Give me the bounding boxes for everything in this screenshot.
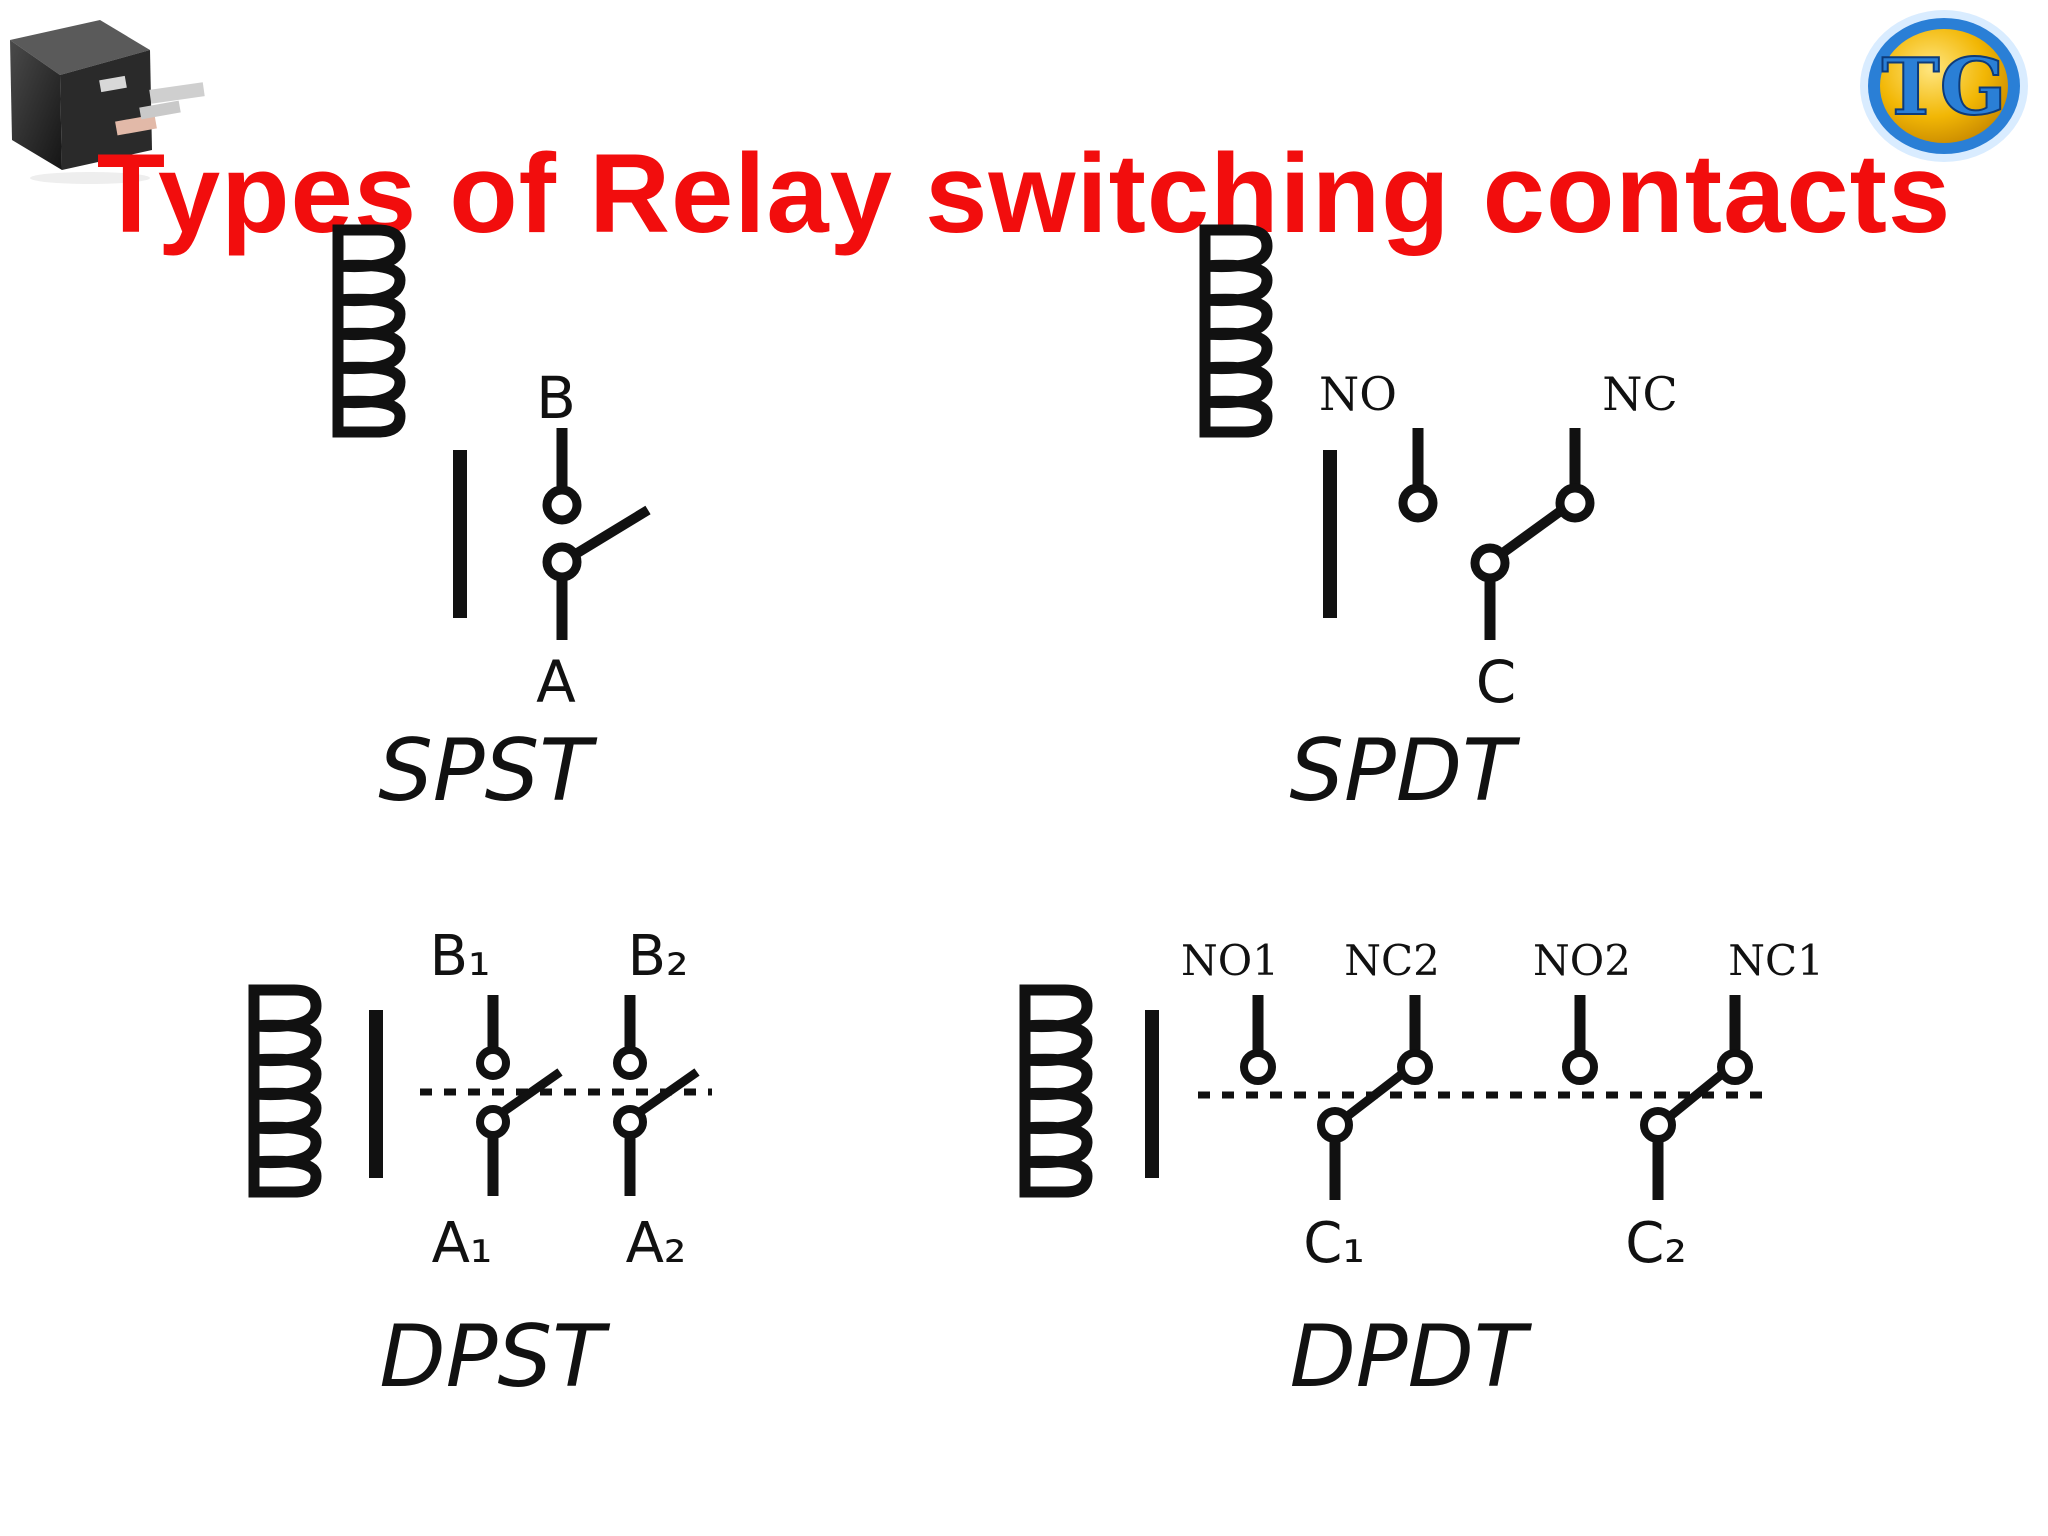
dpdt-label-nc1: NC1: [1728, 936, 1824, 985]
dpdt-label-nc2: NC2: [1344, 936, 1440, 985]
spst-diagram: [332, 224, 651, 640]
spdt-nc-contact: [1555, 483, 1595, 523]
tg-logo-icon: TG: [1860, 10, 2028, 162]
dpdt-label-c2: C₂: [1625, 1211, 1687, 1276]
spdt-type-label: SPDT: [1289, 721, 1521, 821]
spdt-switch-arm: [1497, 505, 1565, 560]
spst-switch-arm: [571, 505, 651, 560]
dpdt-arm-2: [1665, 1070, 1725, 1122]
dpst-label-b1: B₁: [430, 924, 491, 989]
spst-b-contact: [542, 485, 582, 525]
logo-text: TG: [1882, 42, 2007, 133]
dpst-label-b2: B₂: [628, 924, 689, 989]
dpst-a1-contact: [476, 1105, 510, 1139]
dpdt-coil: [1019, 984, 1093, 1198]
dpdt-label-c1: C₁: [1303, 1211, 1365, 1276]
dpst-label-a1: A₁: [432, 1211, 493, 1276]
dpst-diagram: [248, 984, 712, 1198]
dpst-label-a2: A₂: [626, 1211, 687, 1276]
dpdt-type-label: DPDT: [1290, 1307, 1533, 1407]
spst-label-a: A: [536, 648, 576, 716]
dpdt-nc2-contact: [1397, 1049, 1433, 1085]
dpst-a2-contact: [613, 1105, 647, 1139]
dpdt-label-no1: NO1: [1181, 936, 1279, 985]
dpdt-no2-contact: [1562, 1049, 1598, 1085]
page-title: Types of Relay switching contacts: [96, 131, 1952, 256]
dpdt-label-no2: NO2: [1533, 936, 1631, 985]
dpst-arm-1: [500, 1068, 563, 1116]
dpdt-c1-contact: [1317, 1107, 1353, 1143]
dpdt-arm-1: [1342, 1070, 1405, 1122]
spdt-label-no: NO: [1319, 367, 1397, 421]
dpst-type-label: DPST: [379, 1307, 611, 1407]
dpdt-diagram: [1019, 984, 1772, 1200]
dpdt-c2-contact: [1640, 1107, 1676, 1143]
spdt-label-nc: NC: [1602, 367, 1677, 421]
spst-type-label: SPST: [378, 721, 598, 821]
dpdt-nc1-contact: [1717, 1049, 1753, 1085]
dpst-b2-contact: [613, 1046, 647, 1080]
spdt-diagram: [1199, 224, 1595, 640]
spdt-c-contact: [1470, 543, 1510, 583]
spdt-no-contact: [1398, 483, 1438, 523]
spst-coil: [332, 224, 406, 438]
dpst-b1-contact: [476, 1046, 510, 1080]
spst-label-b: B: [536, 364, 576, 432]
dpst-arm-2: [637, 1068, 700, 1116]
spdt-label-c: C: [1476, 648, 1517, 716]
spst-a-contact: [542, 542, 582, 582]
spdt-coil: [1199, 224, 1273, 438]
dpdt-no1-contact: [1240, 1049, 1276, 1085]
relay-photo-icon: [0, 0, 226, 186]
dpst-coil: [248, 984, 322, 1198]
